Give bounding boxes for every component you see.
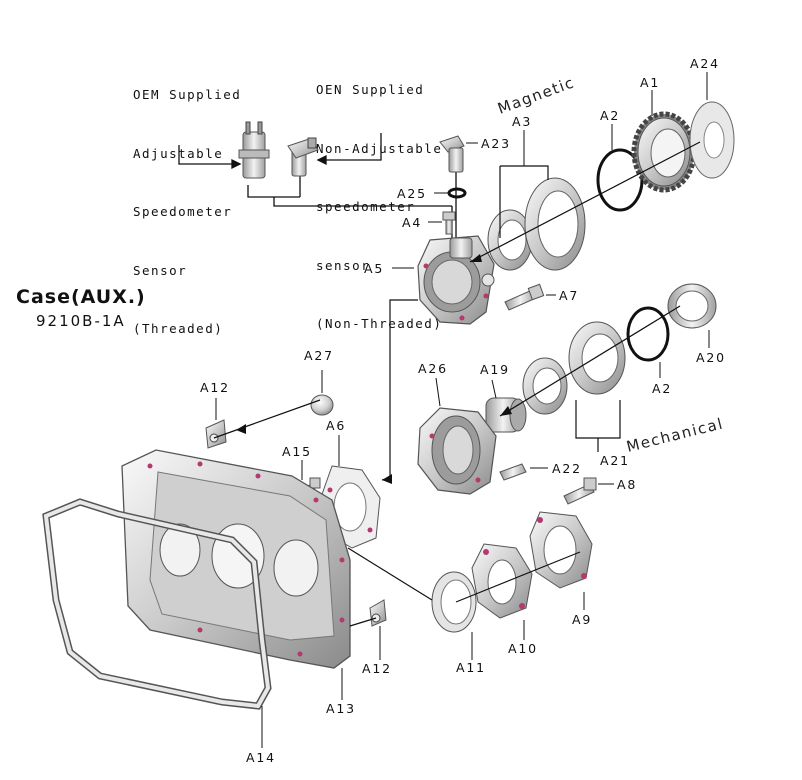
a12-bracket-top-part — [205, 419, 227, 449]
label-a5: A5 — [364, 261, 384, 276]
note-line: Sensor — [133, 262, 188, 278]
note-line: sensor — [316, 257, 371, 273]
label-a3: A3 — [512, 114, 532, 129]
label-a2-top: A2 — [600, 108, 620, 123]
a2-snap-ring-top-part — [596, 148, 644, 212]
a11-gasket-ring-part — [431, 571, 477, 633]
a2-snap-ring-mid-part — [626, 306, 670, 362]
case-title: Case(AUX.) — [16, 286, 146, 308]
note-adjustable-sensor: OEM Supplied Adjustable Speedometer Sens… — [133, 46, 241, 378]
label-a15: A15 — [282, 444, 312, 459]
label-a1: A1 — [640, 75, 660, 90]
note-line: Speedometer — [133, 204, 233, 219]
label-a9: A9 — [572, 612, 592, 627]
a12-bracket-bottom-part — [369, 599, 387, 627]
a20-bushing-part — [667, 283, 717, 329]
a27-plug-part — [310, 394, 334, 416]
label-a23: A23 — [481, 136, 511, 151]
label-a8: A8 — [617, 477, 637, 492]
note-line: Non-Adjustable — [316, 140, 443, 156]
a22-bolt-part — [499, 463, 527, 481]
label-a10: A10 — [508, 641, 538, 656]
note-line: (Non-Threaded) — [316, 316, 443, 331]
assembly-lines — [213, 141, 701, 627]
label-a12-top: A12 — [200, 380, 230, 395]
group-label-mechanical: Mechanical — [625, 414, 726, 456]
label-a22: A22 — [552, 461, 582, 476]
label-a26: A26 — [418, 361, 448, 376]
label-a24: A24 — [690, 56, 720, 71]
a24-washer-part — [689, 101, 735, 179]
label-a4: A4 — [402, 215, 422, 230]
label-a2-mid: A2 — [652, 381, 672, 396]
label-a27: A27 — [304, 348, 334, 363]
a5-housing-part — [417, 235, 495, 325]
label-a11: A11 — [456, 660, 486, 675]
note-line: OEN Supplied — [316, 82, 425, 97]
a1-tone-ring-part — [631, 111, 697, 193]
label-a19: A19 — [480, 362, 510, 377]
note-non-adjustable-sensor: OEN Supplied Non-Adjustable speedometer … — [316, 41, 442, 373]
a7-bolt-part — [504, 283, 545, 311]
label-a12-bottom: A12 — [362, 661, 392, 676]
adjustable-sensor-part — [238, 121, 270, 179]
label-leaders — [215, 72, 710, 748]
non-adjustable-sensor-part — [287, 137, 319, 177]
note-line: Adjustable — [133, 145, 224, 161]
group-label-magnetic: Magnetic — [495, 73, 577, 118]
note-leaders — [178, 133, 457, 245]
label-a14: A14 — [246, 750, 276, 765]
a21-seal-large-part — [568, 321, 626, 395]
note-line: (Threaded) — [133, 321, 224, 336]
a3-seal-large-part — [524, 177, 586, 271]
label-a25: A25 — [397, 186, 427, 201]
label-a21: A21 — [600, 453, 630, 468]
case-part-number: 9210B-1A — [36, 312, 126, 330]
label-a13: A13 — [326, 701, 356, 716]
label-a7: A7 — [559, 288, 579, 303]
a14-gasket-part — [42, 498, 272, 710]
note-line: OEM Supplied — [133, 87, 242, 102]
label-a20: A20 — [696, 350, 726, 365]
a4-bolt-part — [442, 211, 456, 235]
a26-housing-part — [417, 407, 497, 495]
a25-oring-part — [447, 187, 467, 199]
label-a6: A6 — [326, 418, 346, 433]
a21-seal-small-part — [522, 357, 568, 415]
arrowheads — [236, 254, 512, 484]
a10-flange-part — [471, 543, 533, 619]
a23-sensor-part — [439, 135, 465, 173]
a9-flange-part — [529, 511, 593, 589]
a8-bolt-part — [563, 477, 597, 505]
